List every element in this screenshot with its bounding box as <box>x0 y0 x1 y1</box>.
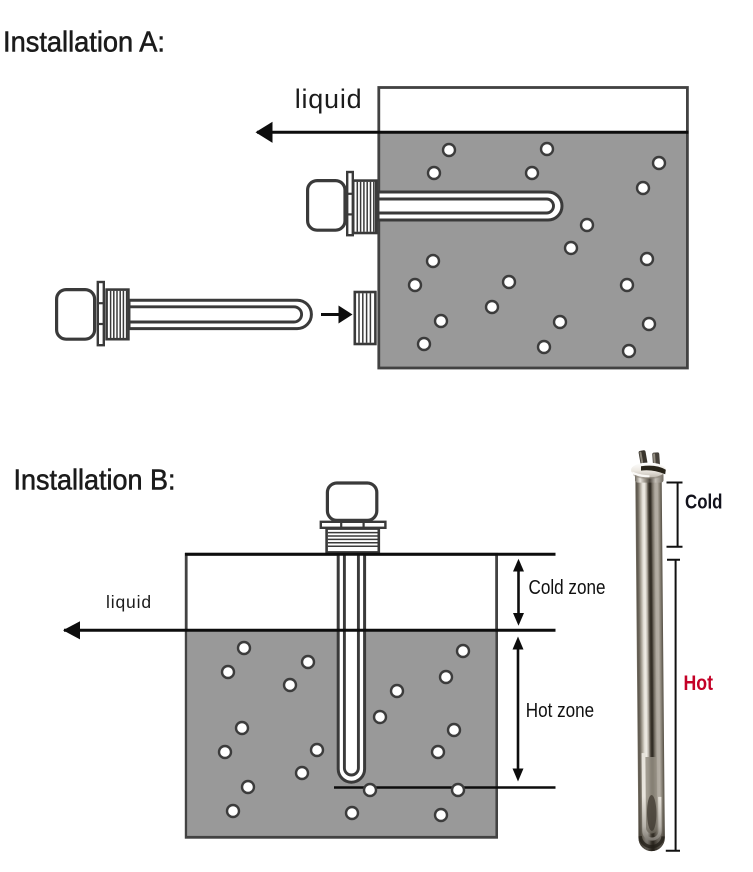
svg-text:liquid: liquid <box>295 84 363 114</box>
svg-text:liquid: liquid <box>106 592 152 612</box>
svg-text:Hot: Hot <box>684 672 714 695</box>
svg-text:Installation A:: Installation A: <box>3 26 165 58</box>
svg-text:Hot zone: Hot zone <box>526 699 594 722</box>
svg-text:Installation B:: Installation B: <box>14 465 176 497</box>
svg-text:Cold: Cold <box>685 491 723 513</box>
svg-text:Cold zone: Cold zone <box>529 576 606 599</box>
